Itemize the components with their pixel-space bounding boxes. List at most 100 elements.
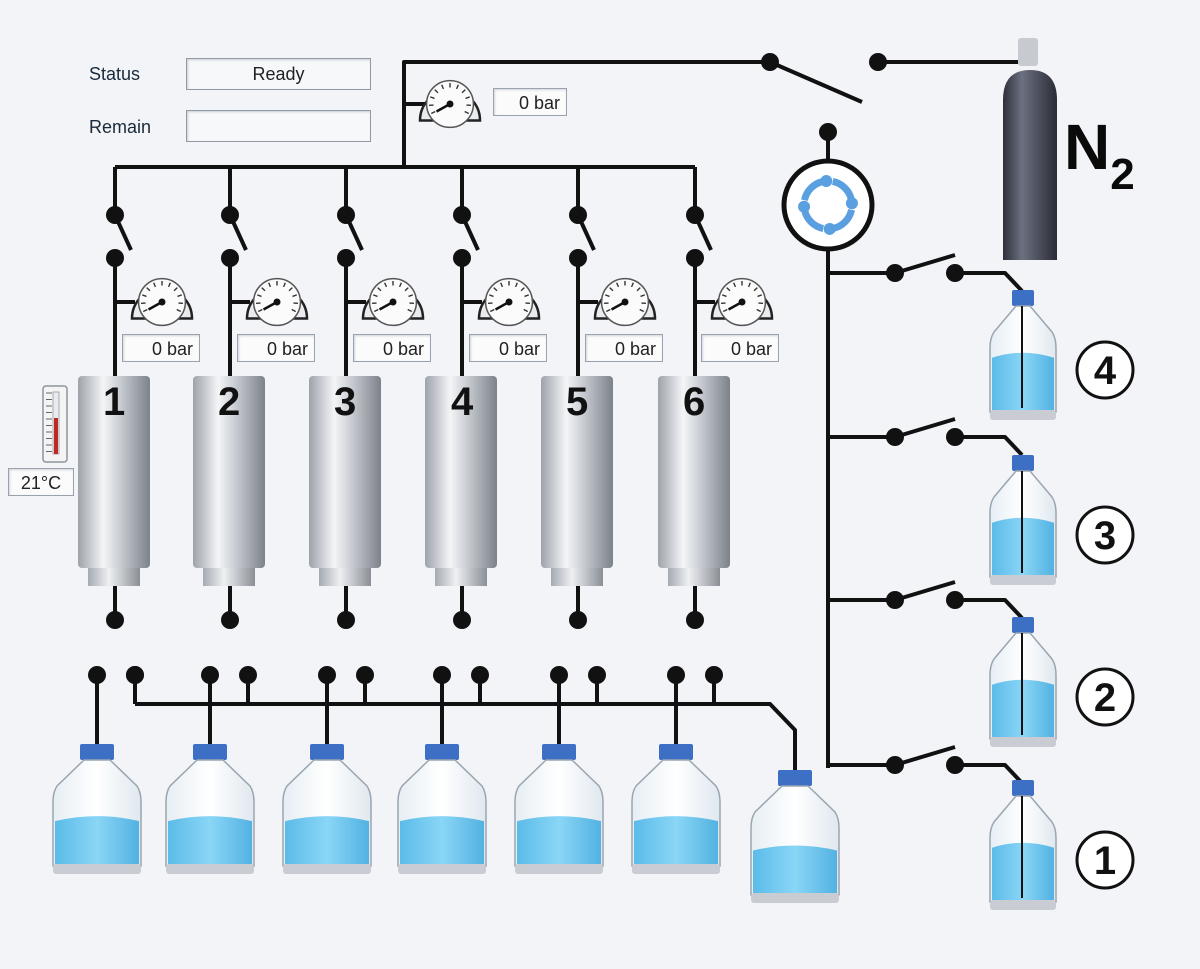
bottle-liquid — [634, 816, 718, 864]
column-end-cap — [435, 568, 487, 586]
remain-field — [186, 110, 371, 142]
waste-valve-node — [471, 666, 489, 684]
bottle-liquid — [517, 816, 601, 864]
column-outlet-node — [453, 611, 471, 629]
column-4-pressure-readout: 0 bar — [469, 334, 547, 362]
column-5-pressure-gauge — [595, 279, 655, 326]
collection-vial-3 — [990, 455, 1056, 585]
column-2-number: 2 — [218, 380, 240, 425]
collection-valve-blade — [895, 255, 955, 273]
column-valve-upper — [569, 206, 587, 224]
vial-inlet-node — [88, 666, 106, 684]
collection-valve-left — [886, 591, 904, 609]
column-6-pressure-gauge — [712, 279, 772, 326]
vial-number: 2 — [1094, 676, 1116, 720]
column-3-pressure-readout: 0 bar — [353, 334, 431, 362]
status-field: Ready — [186, 58, 371, 90]
bottle-cap — [778, 770, 812, 786]
vial-number: 4 — [1094, 349, 1117, 393]
vial-inlet-node — [550, 666, 568, 684]
collection-line-to-vial — [955, 437, 1022, 455]
bottle-base — [515, 864, 603, 874]
bottle-base — [53, 864, 141, 874]
gauge-pivot — [506, 299, 513, 306]
column-end-cap — [551, 568, 603, 586]
column-outlet-node — [686, 611, 704, 629]
vial-inlet-node — [318, 666, 336, 684]
gas-symbol: N — [1064, 111, 1110, 183]
collection-vial-2 — [990, 617, 1056, 747]
column-valve-lower — [569, 249, 587, 267]
bottle-liquid — [400, 816, 484, 864]
collection-valve-right — [946, 428, 964, 446]
bottle-cap — [1012, 780, 1034, 796]
main-switch-node-left — [761, 53, 779, 71]
bottle-base — [283, 864, 371, 874]
collection-valve-blade — [895, 582, 955, 600]
column-valve-lower — [453, 249, 471, 267]
cylinder-valve — [1018, 38, 1038, 66]
collection-vial-2-label: 2 — [1077, 669, 1133, 725]
collection-valve-blade — [895, 419, 955, 437]
column-valve-lower — [337, 249, 355, 267]
recirculation-pump — [784, 161, 872, 249]
bottle-cap — [1012, 617, 1034, 633]
bottle-cap — [310, 744, 344, 760]
bottle-cap — [80, 744, 114, 760]
sample-vial-5 — [515, 744, 603, 874]
collection-valve-right — [946, 591, 964, 609]
column-outlet-node — [337, 611, 355, 629]
collection-vial-4 — [990, 290, 1056, 420]
column-end-cap — [203, 568, 255, 586]
thermometer-mercury — [54, 418, 58, 454]
sample-vial-3 — [283, 744, 371, 874]
column-valve-lower — [221, 249, 239, 267]
gauge-pivot — [739, 299, 746, 306]
column-valve-upper — [106, 206, 124, 224]
gauge-pivot — [390, 299, 397, 306]
bottle-liquid — [55, 816, 139, 864]
vial-number: 3 — [1094, 514, 1116, 558]
pump-housing — [784, 161, 872, 249]
waste-manifold — [135, 704, 795, 772]
bottle-base — [632, 864, 720, 874]
waste-valve-node — [705, 666, 723, 684]
collection-vial-1-label: 1 — [1077, 832, 1133, 888]
column-valve-upper — [686, 206, 704, 224]
bottle-liquid — [168, 816, 252, 864]
column-1-pressure-gauge — [132, 279, 192, 326]
pump-arrowhead — [824, 223, 836, 235]
column-outlet-node — [106, 611, 124, 629]
pump-arrowhead — [798, 201, 810, 213]
bottle-cap — [542, 744, 576, 760]
collection-vial-4-label: 4 — [1077, 342, 1133, 398]
column-4-number: 4 — [451, 380, 473, 425]
collection-valve-left — [886, 756, 904, 774]
column-3-number: 3 — [334, 380, 356, 425]
bottle-base — [751, 893, 839, 903]
waste-vial — [751, 770, 839, 903]
column-valve-lower — [106, 249, 124, 267]
vial-inlet-node — [201, 666, 219, 684]
bottle-cap — [659, 744, 693, 760]
main-switch-node-right — [869, 53, 887, 71]
gauge-pivot — [447, 101, 454, 108]
waste-valve-node — [588, 666, 606, 684]
cylinder-body — [1003, 70, 1057, 260]
bottle-liquid — [753, 846, 837, 894]
bottle-base — [398, 864, 486, 874]
column-valve-upper — [453, 206, 471, 224]
pump-arrowhead — [846, 197, 858, 209]
bottle-cap — [1012, 455, 1034, 471]
sample-vial-4 — [398, 744, 486, 874]
bottle-base — [990, 737, 1056, 747]
column-2-pressure-readout: 0 bar — [237, 334, 315, 362]
bottle-base — [990, 410, 1056, 420]
bottle-cap — [1012, 290, 1034, 306]
column-end-cap — [319, 568, 371, 586]
column-1-number: 1 — [103, 380, 125, 425]
gas-subscript: 2 — [1110, 150, 1134, 199]
gauge-pivot — [622, 299, 629, 306]
